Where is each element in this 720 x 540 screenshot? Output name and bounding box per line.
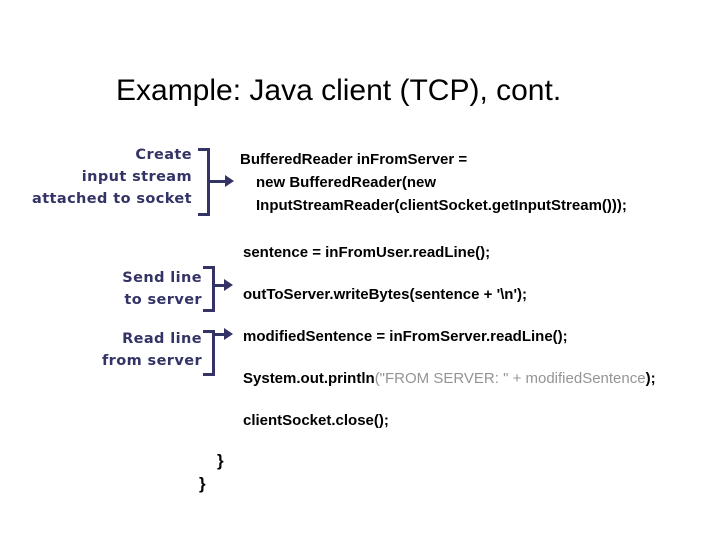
arrow-right-icon	[212, 333, 226, 336]
annotation-read-line: Read line from server	[80, 328, 202, 372]
arrow-right-head-icon	[225, 175, 234, 187]
annotation-send-line: Send line to server	[90, 267, 202, 311]
slide-title: Example: Java client (TCP), cont.	[116, 74, 562, 107]
annotation-line: attached to socket	[32, 191, 192, 207]
code-line-inputstreamreader: InputStreamReader(clientSocket.getInputS…	[256, 197, 627, 214]
code-println-string: ("FROM SERVER: " + modifiedSentence	[374, 370, 646, 387]
code-line-new-bufferedreader: new BufferedReader(new	[256, 174, 437, 191]
arrow-right-icon	[208, 180, 226, 183]
code-line-sentence: sentence = inFromUser.readLine();	[243, 244, 491, 261]
code-line-close: clientSocket.close();	[243, 412, 389, 429]
arrow-right-head-icon	[224, 328, 233, 340]
annotation-line: Send line	[122, 270, 202, 286]
bracket-icon	[203, 266, 215, 312]
closing-brace-inner: }	[217, 451, 224, 470]
code-println-suffix: );	[645, 370, 656, 387]
code-line-bufferedreader: BufferedReader inFromServer =	[240, 151, 468, 168]
bracket-icon	[203, 330, 215, 376]
annotation-create-input-stream: Create input stream attached to socket	[20, 144, 192, 210]
annotation-line: input stream	[81, 169, 192, 185]
annotation-line: to server	[124, 292, 202, 308]
annotation-line: from server	[101, 353, 202, 369]
code-line-writebytes: outToServer.writeBytes(sentence + '\n');	[243, 286, 528, 303]
arrow-right-icon	[212, 284, 226, 287]
code-println-prefix: System.out.println	[243, 370, 375, 387]
code-line-modifiedsentence: modifiedSentence = inFromServer.readLine…	[243, 328, 568, 345]
arrow-right-head-icon	[224, 279, 233, 291]
closing-brace-outer: }	[199, 474, 206, 493]
annotation-line: Read line	[122, 331, 202, 347]
annotation-line: Create	[135, 147, 192, 163]
code-line-println: System.out.println("FROM SERVER: " + mod…	[243, 370, 656, 387]
